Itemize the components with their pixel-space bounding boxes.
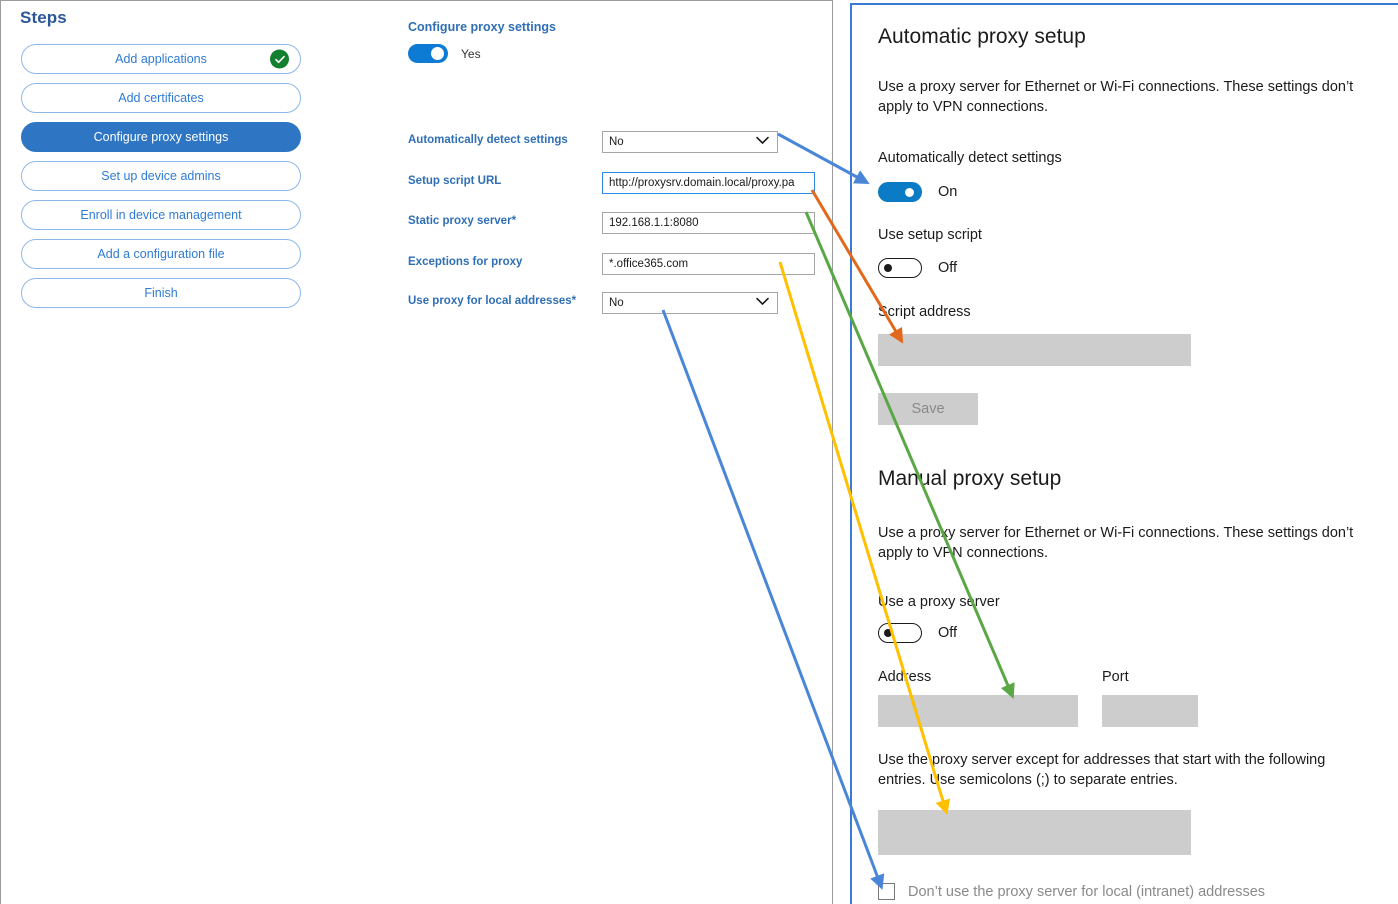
auto-detect-settings-label: Automatically detect settings (878, 150, 1062, 166)
proxy-form-panel: Configure proxy settings Yes Automatical… (332, 0, 832, 904)
field-setup-script-url: Setup script URL http://proxysrv.domain.… (408, 172, 828, 194)
use-setup-script-toggle[interactable] (878, 258, 922, 278)
use-setup-script-toggle-row: Off (878, 258, 957, 278)
sidebar-item-finish[interactable]: Finish (21, 278, 301, 308)
chevron-down-icon (756, 132, 769, 152)
automatic-proxy-description: Use a proxy server for Ethernet or Wi-Fi… (878, 79, 1354, 115)
field-label: Use proxy for local addresses* (408, 295, 577, 307)
manual-proxy-setup-heading: Manual proxy setup (878, 467, 1062, 490)
input-value: http://proxysrv.domain.local/proxy.pa (609, 177, 795, 189)
field-label: Automatically detect settings (408, 134, 568, 146)
step-label: Add applications (115, 52, 207, 66)
static-proxy-server-input[interactable]: 192.168.1.1:8080 (602, 212, 815, 234)
page-title: Steps (20, 8, 67, 27)
use-setup-script-state: Off (938, 260, 958, 276)
panel-divider (832, 0, 833, 904)
bypass-local-label: Don’t use the proxy server for local (in… (908, 883, 1266, 900)
bypass-local-row: Don’t use the proxy server for local (in… (878, 883, 1265, 900)
steps-panel: Steps Add applications Add certificates … (0, 0, 322, 904)
use-setup-script-label: Use setup script (878, 227, 982, 243)
exceptions-for-proxy-input[interactable]: *.office365.com (602, 253, 815, 275)
step-label: Configure proxy settings (93, 130, 229, 144)
configure-proxy-toggle-row: Yes (408, 44, 481, 63)
step-label: Enroll in device management (80, 208, 242, 222)
check-circle-icon (270, 49, 289, 69)
field-label: Exceptions for proxy (408, 256, 523, 268)
auto-detect-settings-toggle[interactable] (878, 182, 922, 202)
script-address-label: Script address (878, 304, 971, 320)
field-use-proxy-for-local-addresses: Use proxy for local addresses* No (408, 292, 828, 314)
step-label: Finish (144, 286, 178, 300)
port-label: Port (1102, 669, 1129, 685)
save-button[interactable]: Save (878, 393, 978, 425)
exceptions-description: Use the proxy server except for addresse… (878, 752, 1326, 788)
configure-proxy-toggle[interactable] (408, 44, 448, 63)
sidebar-item-add-applications[interactable]: Add applications (21, 44, 301, 74)
steps-list: Add applications Add certificates Config… (21, 44, 301, 317)
configure-proxy-toggle-label: Yes (461, 46, 481, 61)
field-label: Static proxy server* (408, 215, 517, 227)
manual-proxy-description: Use a proxy server for Ethernet or Wi-Fi… (878, 525, 1354, 561)
sidebar-item-enroll-in-device-management[interactable]: Enroll in device management (21, 200, 301, 230)
exceptions-input[interactable] (878, 810, 1191, 855)
auto-detect-settings-toggle-row: On (878, 182, 957, 202)
script-address-input[interactable] (878, 334, 1191, 366)
step-label: Add certificates (118, 91, 204, 105)
port-input[interactable] (1102, 695, 1198, 727)
step-label: Add a configuration file (97, 247, 225, 261)
sidebar-item-add-certificates[interactable]: Add certificates (21, 83, 301, 113)
step-label: Set up device admins (101, 169, 221, 183)
address-input[interactable] (878, 695, 1078, 727)
chevron-down-icon (756, 293, 769, 313)
sidebar-item-set-up-device-admins[interactable]: Set up device admins (21, 161, 301, 191)
windows-proxy-settings-panel: Automatic proxy setup Use a proxy server… (850, 3, 1398, 904)
use-proxy-server-toggle[interactable] (878, 623, 922, 643)
select-value: No (609, 136, 624, 148)
setup-script-url-input[interactable]: http://proxysrv.domain.local/proxy.pa (602, 172, 815, 194)
use-proxy-server-state: Off (938, 625, 958, 641)
input-value: *.office365.com (609, 258, 689, 270)
address-label: Address (878, 669, 932, 685)
form-heading: Configure proxy settings (408, 20, 556, 34)
auto-detect-settings-state: On (938, 184, 958, 200)
use-proxy-for-local-addresses-select[interactable]: No (602, 292, 778, 314)
sidebar-item-configure-proxy-settings[interactable]: Configure proxy settings (21, 122, 301, 152)
input-value: 192.168.1.1:8080 (609, 217, 699, 229)
field-exceptions-for-proxy: Exceptions for proxy *.office365.com (408, 253, 828, 275)
automatically-detect-settings-select[interactable]: No (602, 131, 778, 153)
automatic-proxy-setup-heading: Automatic proxy setup (878, 25, 1086, 48)
field-label: Setup script URL (408, 175, 502, 187)
select-value: No (609, 297, 624, 309)
sidebar-item-add-a-configuration-file[interactable]: Add a configuration file (21, 239, 301, 269)
field-static-proxy-server: Static proxy server* 192.168.1.1:8080 (408, 212, 828, 234)
bypass-local-checkbox[interactable] (878, 883, 895, 900)
use-proxy-server-toggle-row: Off (878, 623, 957, 643)
field-automatically-detect-settings: Automatically detect settings No (408, 131, 828, 153)
use-proxy-server-label: Use a proxy server (878, 594, 1000, 610)
